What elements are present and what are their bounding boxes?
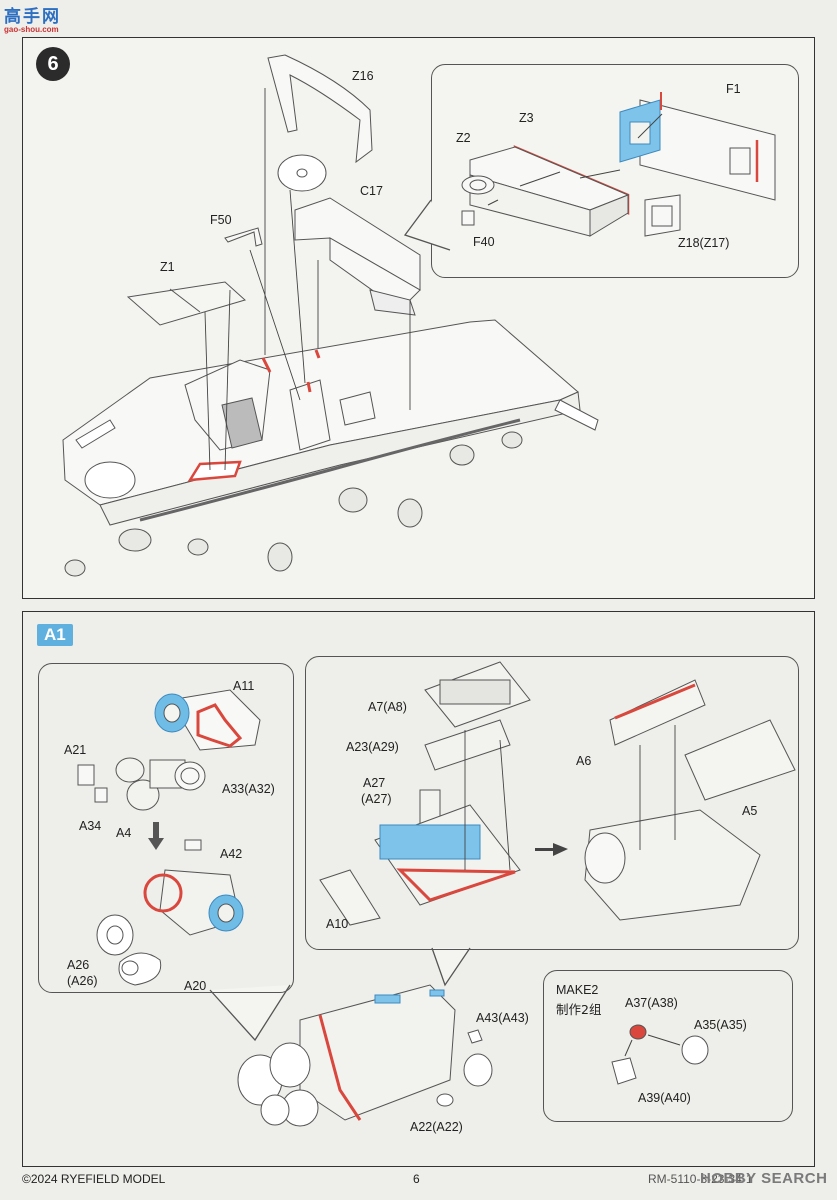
a10-part (319, 869, 381, 926)
f50-part (224, 227, 263, 247)
label-a26: A26 (67, 958, 90, 972)
a1-main-assembly (237, 984, 493, 1127)
a5-part (684, 719, 796, 801)
a42-part (184, 839, 202, 851)
a23-part (424, 719, 511, 771)
footer-brand-watermark: HOBBY SEARCH (700, 1170, 828, 1187)
make2-text-cn: 制作2组 (556, 1002, 602, 1017)
a1-right-callout (305, 656, 799, 950)
footer-code: RM-5110-8-23-34-1 (648, 1172, 753, 1186)
label-f50: F50 (210, 213, 232, 227)
z2-part (461, 175, 495, 195)
watermark-url: gao-shou.com (4, 25, 59, 34)
f1-part (619, 92, 776, 201)
a26-part (96, 914, 134, 956)
step-6-guide-lines (204, 88, 411, 471)
c17-part (277, 154, 327, 192)
label-z3: Z3 (519, 111, 534, 125)
label-a37: A37(A38) (625, 996, 678, 1010)
a7-part (424, 661, 531, 728)
driver-controls (84, 349, 376, 499)
a4-assembly (115, 757, 186, 811)
label-a4: A4 (116, 826, 132, 840)
a1-guide-lines (464, 725, 676, 871)
label-a33: A33(A32) (222, 782, 275, 796)
engine-assembly-left (143, 869, 244, 936)
label-f1: F1 (726, 82, 741, 96)
step-6-number: 6 (36, 47, 70, 81)
a21-part (77, 764, 108, 803)
label-c17: C17 (360, 184, 383, 198)
label-a27: A27 (363, 776, 386, 790)
label-f40: F40 (473, 235, 495, 249)
label-a7: A7(A8) (368, 700, 407, 714)
watermark-title: 高手网 (4, 7, 61, 27)
label-a11: A11 (233, 679, 255, 693)
box-part (294, 197, 421, 316)
a1-left-callout (38, 663, 294, 993)
f40-part (461, 210, 475, 226)
a20-part (118, 952, 162, 986)
label-a42: A42 (220, 847, 243, 861)
label-z2: Z2 (456, 131, 471, 145)
callout-arrows (487, 113, 663, 206)
step-a1-panel (22, 611, 815, 1167)
watermark-logo: 高手网 gao-shou.com (4, 2, 74, 36)
suspension (64, 418, 523, 577)
make2-text: MAKE2 (556, 983, 599, 997)
label-a43: A43(A43) (476, 1011, 529, 1025)
label-a27-paren: (A27) (361, 792, 392, 806)
z3-part (469, 145, 630, 237)
label-a39: A39(A40) (638, 1091, 691, 1105)
hull-body (62, 319, 599, 526)
engine-block (374, 804, 521, 906)
label-a10: A10 (326, 917, 349, 931)
z1-part (126, 281, 246, 326)
label-a5: A5 (742, 804, 758, 818)
step-a1-label: A1 (37, 624, 73, 646)
footer-page-number: 6 (413, 1172, 420, 1186)
label-a6: A6 (576, 754, 592, 768)
label-a21: A21 (64, 743, 87, 757)
z18-part (644, 194, 681, 237)
footer-copyright: ©2024 RYEFIELD MODEL (22, 1172, 166, 1186)
label-a26-paren: (A26) (67, 974, 98, 988)
label-a34: A34 (79, 819, 102, 833)
label-z18: Z18(Z17) (678, 236, 730, 250)
a1-hull-rear (584, 809, 761, 921)
a11-part (154, 689, 261, 751)
a37-part (611, 1024, 709, 1085)
a33-part (174, 761, 206, 791)
z16-part (267, 54, 373, 164)
label-a20: A20 (184, 979, 207, 993)
a6-part (609, 679, 706, 746)
make2-callout (543, 970, 793, 1122)
a1-down-arrow (148, 822, 164, 850)
label-a35: A35(A35) (694, 1018, 747, 1032)
label-a22: A22(A22) (410, 1120, 463, 1134)
label-z1: Z1 (160, 260, 175, 274)
label-a23: A23(A29) (346, 740, 399, 754)
dashed-arrow (535, 843, 568, 856)
label-z16: Z16 (352, 69, 374, 83)
